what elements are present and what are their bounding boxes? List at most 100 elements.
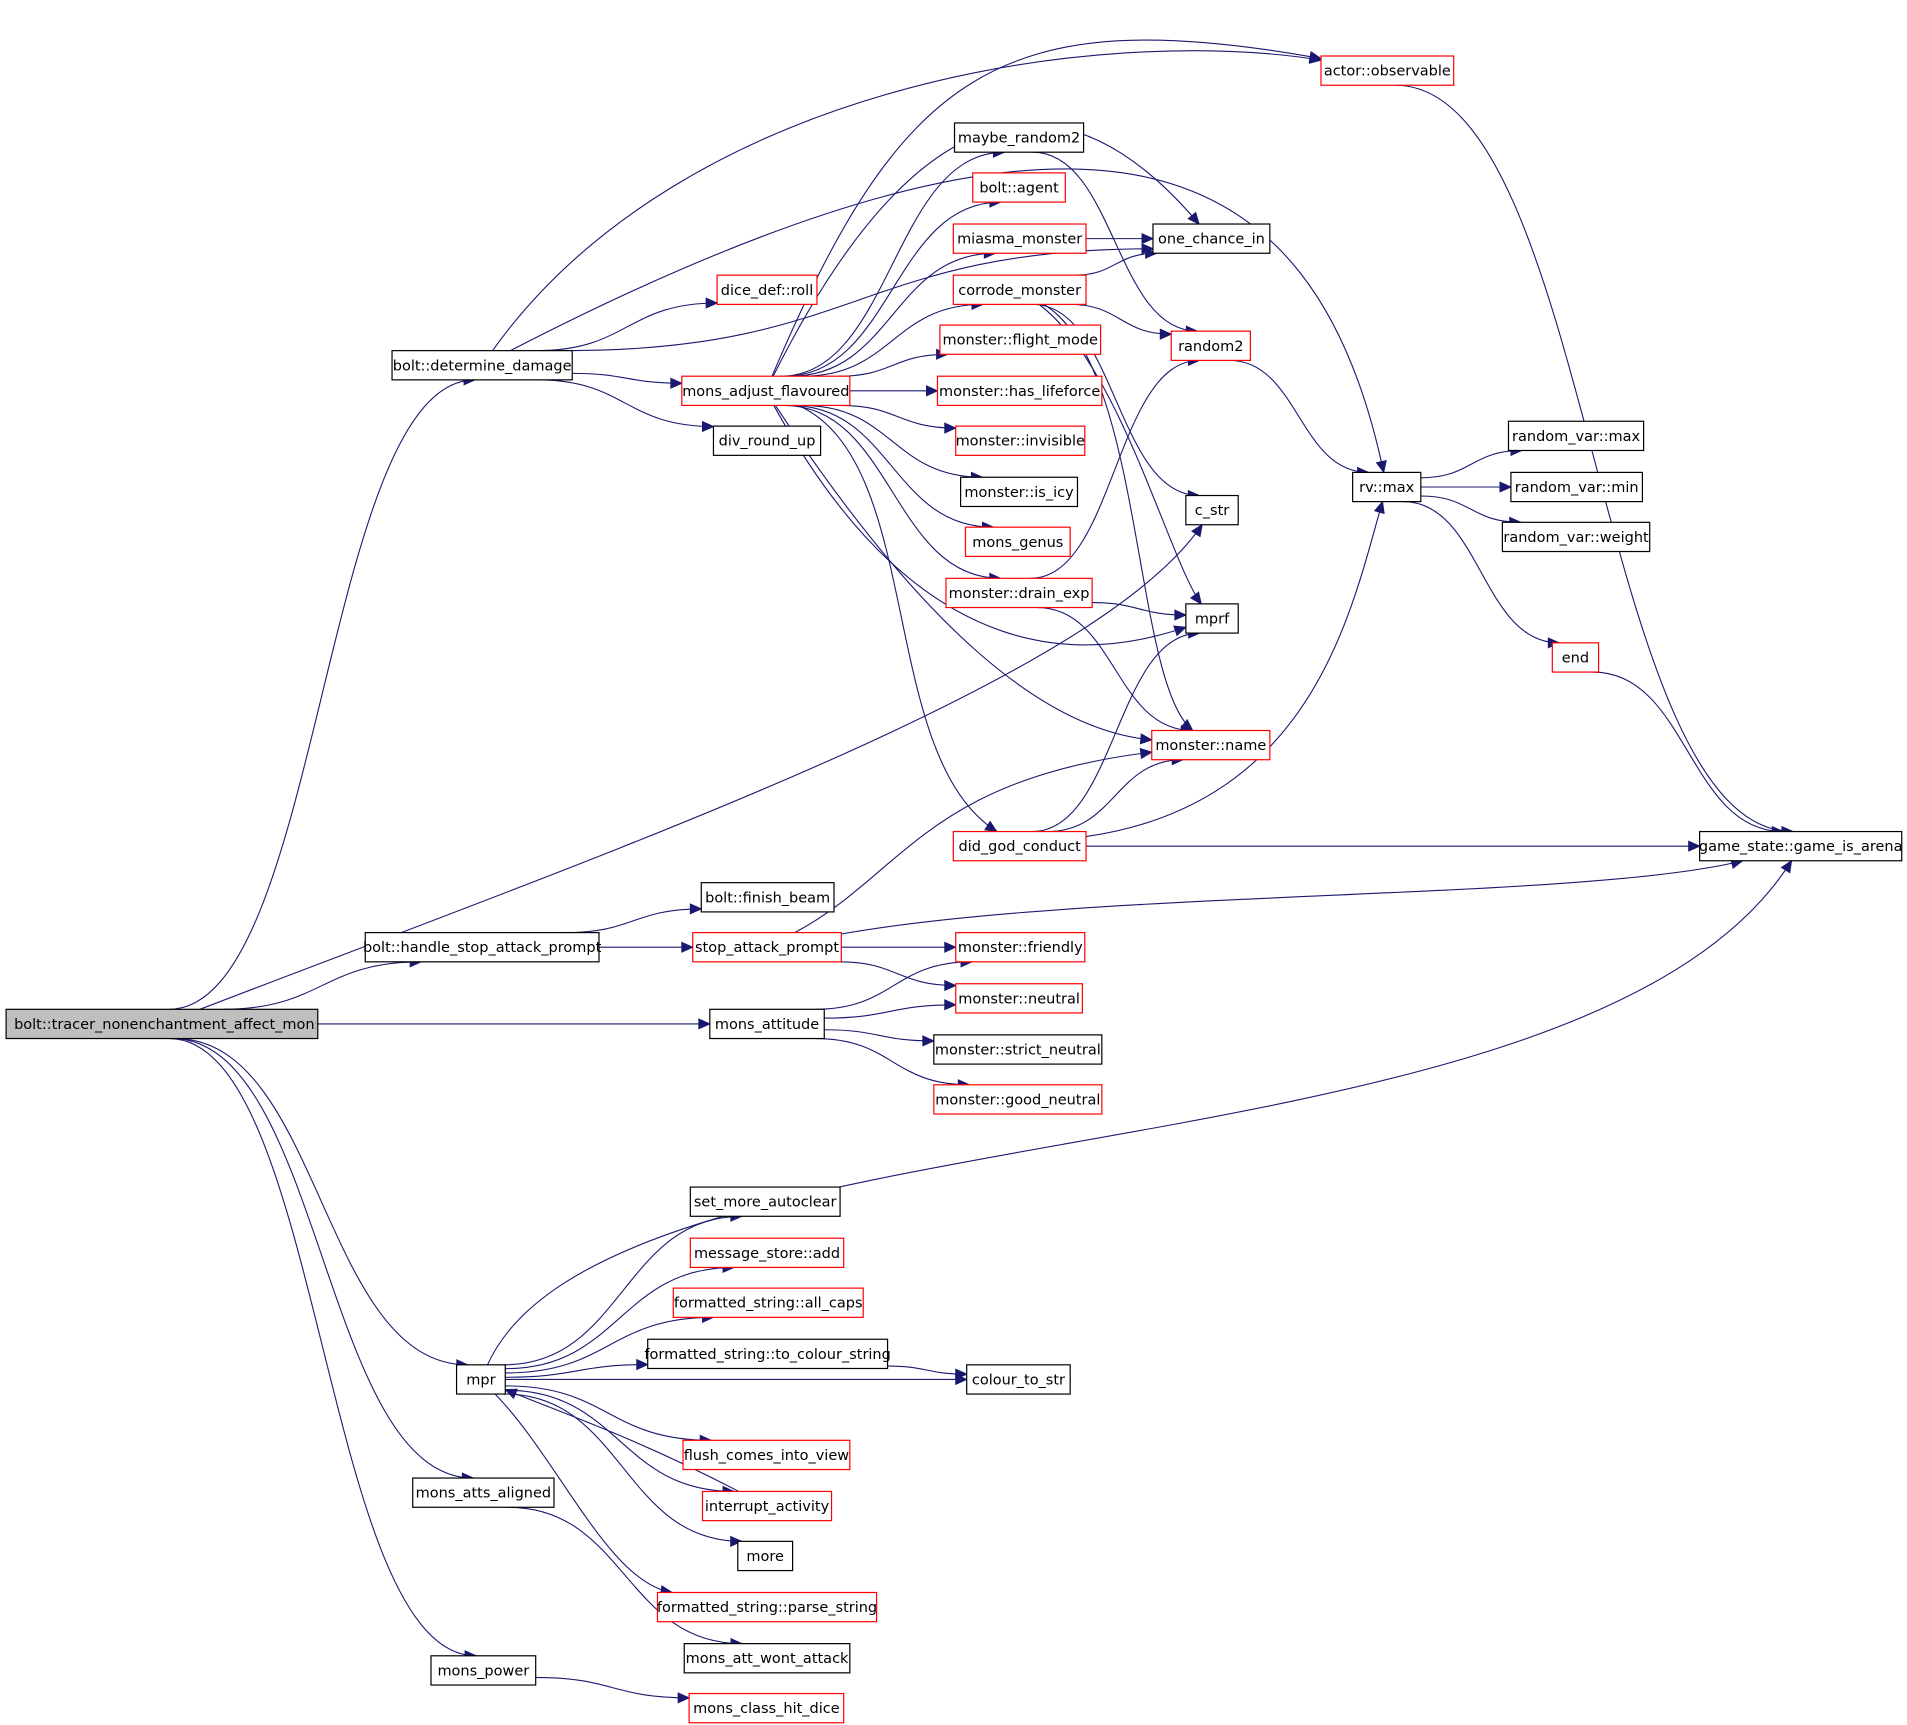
node-box: [712, 425, 822, 456]
node-random2[interactable]: random2: [1170, 330, 1251, 361]
arrowhead-mons_adjust_flavoured-to-invisible: [944, 422, 957, 434]
node-label: more: [746, 1549, 784, 1565]
node-dice-roll[interactable]: dice_def::roll: [716, 274, 818, 305]
node-rvar-weight[interactable]: random_var::weight: [1501, 521, 1651, 553]
node-monster-name[interactable]: monster::name: [1151, 729, 1271, 761]
node-box: [682, 1439, 851, 1471]
call-edge-mpr-to-all_caps: [505, 1316, 714, 1374]
node-label: random_var::min: [1515, 480, 1639, 496]
node-rvar-max[interactable]: random_var::max: [1507, 420, 1645, 452]
node-label: bolt::finish_beam: [705, 890, 830, 906]
node-finish-beam[interactable]: bolt::finish_beam: [700, 882, 835, 913]
node-set-more-autoclear[interactable]: set_more_autoclear: [689, 1186, 841, 1217]
node-has-lifeforce[interactable]: monster::has_lifeforce: [936, 375, 1103, 407]
node-label: monster::flight_mode: [943, 333, 1099, 349]
node-label: mons_adjust_flavoured: [682, 384, 849, 400]
node-box: [1185, 494, 1239, 526]
node-miasma[interactable]: miasma_monster: [952, 223, 1087, 254]
call-edge-root-to-handle_stop: [222, 961, 422, 1010]
node-box: [430, 1655, 537, 1686]
node-invisible[interactable]: monster::invisible: [955, 425, 1086, 456]
node-bolt-agent[interactable]: bolt::agent: [972, 172, 1066, 203]
arrowhead-mpr-to-to_colour_string: [636, 1358, 649, 1371]
node-box: [960, 476, 1079, 508]
node-mons-att-wont-attack[interactable]: mons_att_wont_attack: [683, 1643, 851, 1674]
node-box: [709, 1008, 825, 1040]
node-interrupt-activity[interactable]: interrupt_activity: [701, 1490, 833, 1522]
node-mpr[interactable]: mpr: [455, 1364, 506, 1395]
node-box: [647, 1338, 889, 1370]
node-mons-attitude[interactable]: mons_attitude: [709, 1008, 825, 1040]
node-parse-string[interactable]: formatted_string::parse_string: [656, 1591, 878, 1623]
node-mons-genus[interactable]: mons_genus: [964, 526, 1071, 557]
node-box: [952, 274, 1087, 305]
call-edge-determine_damage-to-one_chance_in: [566, 248, 1153, 352]
node-good-neutral[interactable]: monster::good_neutral: [933, 1084, 1103, 1115]
node-mons-adjust-flavoured[interactable]: mons_adjust_flavoured: [681, 375, 851, 407]
node-stop-attack-prompt[interactable]: stop_attack_prompt: [692, 932, 842, 963]
node-handle-stop[interactable]: bolt::handle_stop_attack_prompt: [363, 932, 602, 963]
call-edge-mpr-to-set_more_autoclear: [504, 1215, 742, 1366]
call-edge-mons_adjust_flavoured-to-monster_name: [774, 405, 1152, 741]
call-edge-did_god_conduct-to-rv_max: [1085, 501, 1384, 838]
arrowhead-stop_attack_prompt-to-monster_name: [1139, 747, 1153, 760]
node-box: [933, 1084, 1103, 1115]
node-colour-to-str[interactable]: colour_to_str: [966, 1364, 1071, 1395]
node-game-is-arena[interactable]: game_state::game_is_arena: [1699, 830, 1903, 862]
node-box: [689, 1237, 845, 1269]
node-mons-atts-aligned[interactable]: mons_atts_aligned: [412, 1477, 555, 1508]
arrowhead-determine_damage-to-mons_adjust_flavoured: [670, 377, 684, 389]
node-maybe-random2[interactable]: maybe_random2: [953, 122, 1085, 153]
node-box: [681, 375, 851, 407]
node-box: [952, 830, 1087, 862]
node-determine-damage[interactable]: bolt::determine_damage: [391, 350, 573, 381]
node-flight-mode[interactable]: monster::flight_mode: [939, 324, 1102, 355]
call-edge-mons_adjust_flavoured-to-observable: [771, 39, 1322, 377]
node-message-store-add[interactable]: message_store::add: [689, 1237, 845, 1269]
call-edge-root-to-mons_power: [169, 1037, 477, 1657]
node-label: mons_genus: [972, 535, 1063, 551]
node-box: [412, 1477, 555, 1508]
node-box: [1551, 642, 1600, 673]
node-rvar-min[interactable]: random_var::min: [1510, 471, 1644, 503]
node-label: monster::invisible: [956, 434, 1085, 450]
node-box: [1507, 420, 1645, 452]
call-edge-mons_adjust_flavoured-to-miasma: [790, 252, 996, 377]
node-label: formatted_string::parse_string: [657, 1600, 877, 1616]
arrowhead-mons_attitude-to-strict_neutral: [922, 1035, 936, 1047]
node-to-colour-string[interactable]: formatted_string::to_colour_string: [644, 1338, 891, 1370]
node-corrode[interactable]: corrode_monster: [952, 274, 1087, 305]
node-box: [955, 932, 1086, 963]
node-neutral[interactable]: monster::neutral: [955, 983, 1083, 1014]
node-mons-power[interactable]: mons_power: [430, 1655, 537, 1686]
node-box: [945, 577, 1093, 609]
node-c-str[interactable]: c_str: [1185, 494, 1239, 526]
arrowhead-mpr-to-game_is_arena: [1780, 859, 1793, 874]
call-edge-did_god_conduct-to-mprf: [1031, 632, 1200, 833]
node-box: [953, 122, 1085, 153]
node-more[interactable]: more: [737, 1540, 794, 1572]
node-end[interactable]: end: [1551, 642, 1600, 673]
node-mprf[interactable]: mprf: [1185, 603, 1239, 634]
node-flush-comes[interactable]: flush_comes_into_view: [682, 1439, 851, 1471]
node-root[interactable]: bolt::tracer_nonenchantment_affect_monst…: [5, 1008, 337, 1040]
node-all-caps[interactable]: formatted_string::all_caps: [672, 1287, 864, 1318]
node-observable[interactable]: actor::observable: [1320, 55, 1455, 86]
arrowhead-stop_attack_prompt-to-neutral: [944, 979, 957, 992]
node-one-chance-in[interactable]: one_chance_in: [1152, 223, 1271, 254]
node-drain-exp[interactable]: monster::drain_exp: [945, 577, 1093, 609]
node-label: dice_def::roll: [721, 283, 813, 299]
node-label: game_state::game_is_arena: [1699, 839, 1903, 855]
node-box: [1501, 521, 1651, 553]
node-friendly[interactable]: monster::friendly: [955, 932, 1086, 963]
node-did-god-conduct[interactable]: did_god_conduct: [952, 830, 1087, 862]
node-rv-max[interactable]: rv::max: [1352, 471, 1422, 503]
call-edge-mons_adjust_flavoured-to-flight_mode: [838, 353, 948, 377]
node-mons-class-hit-dice[interactable]: mons_class_hit_dice: [688, 1692, 845, 1724]
node-label: actor::observable: [1324, 64, 1451, 80]
node-label: div_round_up: [719, 434, 816, 450]
node-is-icy[interactable]: monster::is_icy: [960, 476, 1079, 508]
node-strict-neutral[interactable]: monster::strict_neutral: [933, 1034, 1103, 1065]
node-div-round-up[interactable]: div_round_up: [712, 425, 822, 456]
arrowhead-mpr-to-more: [730, 1535, 743, 1547]
